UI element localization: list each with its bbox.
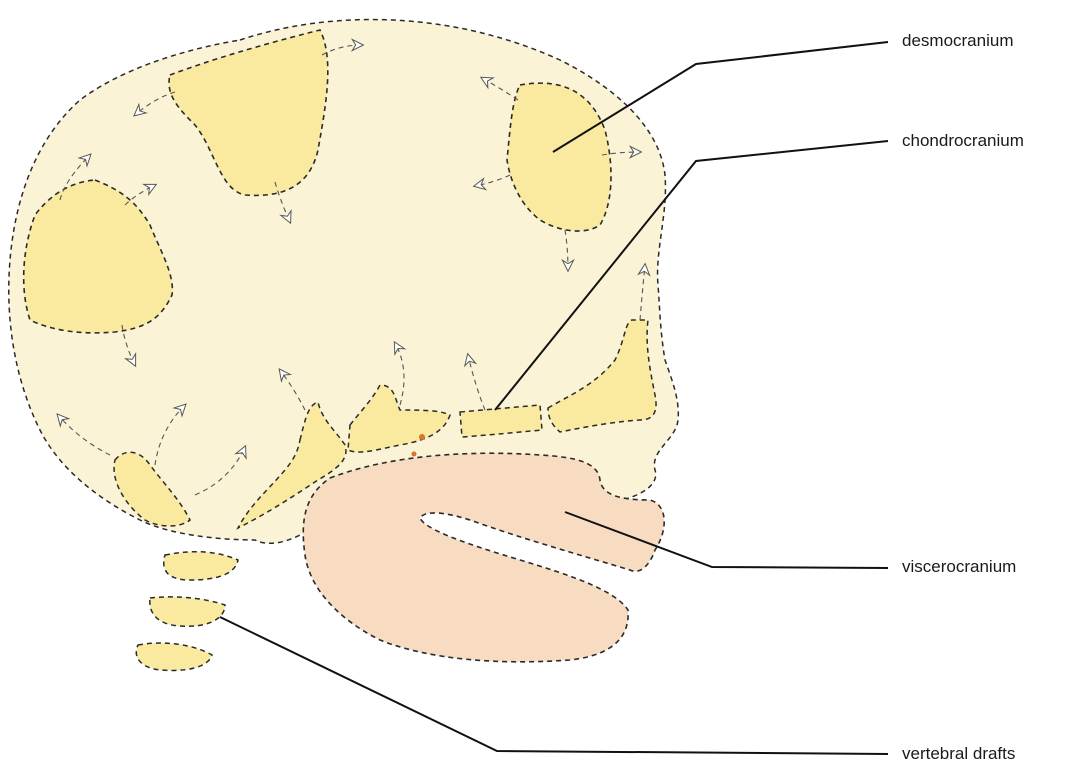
leader-vertebral (219, 616, 889, 755)
ossification-center-occipital (22, 179, 174, 334)
chondro-ethmoid-part (459, 404, 543, 438)
chondro-nasal-part (547, 319, 657, 433)
growth-arrow (561, 229, 575, 273)
vertebral-draft-2 (149, 596, 226, 628)
label-chondrocranium: chondrocranium (902, 131, 1024, 150)
chondro-occipital-part (113, 451, 191, 527)
vertebral-draft-3 (135, 642, 213, 672)
accent-dot (419, 434, 425, 440)
growth-arrow (393, 340, 407, 406)
growth-arrow (321, 38, 365, 56)
growth-arrow (194, 444, 247, 496)
accent-dot (411, 451, 417, 457)
label-desmocranium: desmocranium (902, 31, 1014, 50)
growth-arrow (479, 76, 519, 101)
growth-arrow (133, 91, 176, 117)
leader-desmocranium (552, 41, 889, 153)
growth-arrow (472, 174, 511, 191)
growth-arrow (274, 181, 292, 225)
growth-arrow (637, 262, 651, 321)
ossification-center-top (168, 29, 329, 197)
leader-chondrocranium (494, 140, 889, 411)
leader-viscerocranium (564, 511, 889, 569)
label-vertebral-drafts: vertebral drafts (902, 744, 1016, 763)
leader-lines (219, 41, 889, 755)
growth-arrow (601, 145, 643, 159)
growth-arrow (59, 153, 92, 201)
growth-arrow (124, 183, 158, 206)
vertebral-draft-1 (163, 550, 239, 581)
label-viscerocranium: viscerocranium (902, 557, 1017, 576)
growth-arrow (278, 368, 306, 411)
growth-arrows (56, 38, 651, 496)
growth-arrow (121, 324, 137, 368)
growth-arrow (463, 352, 486, 411)
ossification-center-frontal (506, 82, 612, 232)
viscerocranium-shape (302, 452, 665, 663)
chondro-sphenoid-part (347, 384, 451, 453)
chondro-petrous-part (236, 401, 347, 530)
